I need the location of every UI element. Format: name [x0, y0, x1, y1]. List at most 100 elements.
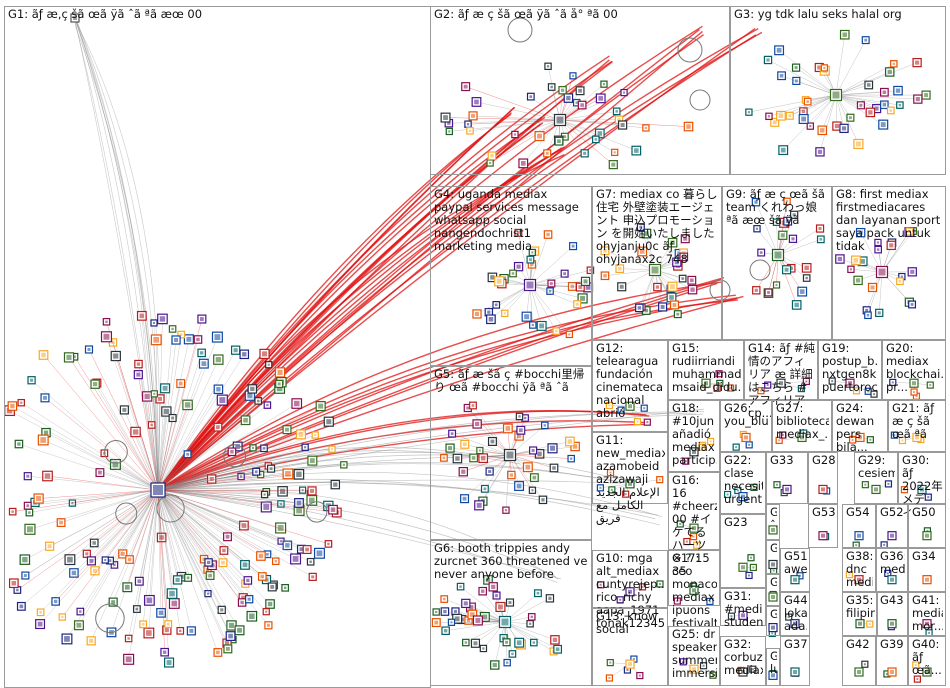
group-label: G34 — [912, 550, 943, 563]
group-panel-g44: G44: loka ada... — [780, 592, 810, 636]
group-label: G36: medi... — [880, 550, 905, 576]
group-panel-g38: G38: dnc medi... — [842, 548, 876, 592]
group-panel-g49: G49 — [766, 540, 780, 574]
group-label: G23 — [724, 516, 763, 529]
group-label: G17: ceo monaco mediax ipuons festivalt.… — [672, 552, 717, 630]
group-panel-g17: G17: ceo monaco mediax ipuons festivalt.… — [668, 550, 720, 606]
group-panel-g31: G31: #mediax studen... — [720, 588, 766, 626]
group-panel-g11: G11: new_mediax azamobeid azizawaji الإع… — [592, 432, 668, 504]
group-label: G12: telearagua fundación cinemateca nac… — [596, 342, 665, 420]
group-panel-g23: G23 — [720, 514, 766, 588]
group-panel-g26: G26: you_blu... — [720, 400, 772, 452]
group-panel-g40: G40: ãƒ œã... — [908, 636, 946, 686]
group-panel-g4: G4: uganda mediax paypal services messag… — [430, 186, 592, 366]
group-panel-g9: G9: ãƒ æ ç œã šã team くれわっ娘 ªã æœ šã ÿã — [722, 186, 832, 340]
group-panel-g36: G36: medi... — [876, 548, 908, 592]
group-label: G20: mediax blockchai... pr... — [886, 342, 943, 394]
group-label: G50 — [912, 506, 943, 519]
group-label: G2: ãƒ æ ç šã œã ÿã ˆã å° ªã 00 — [434, 8, 727, 21]
group-label: G6: booth trippies andy zurcnet 360 thre… — [434, 542, 589, 581]
group-panel-g18: G18: #10jun añadió mediax particip... — [668, 400, 720, 472]
group-panel-g6: G6: booth trippies andy zurcnet 360 thre… — [430, 540, 592, 686]
group-label: G44: loka ada... — [784, 594, 807, 633]
group-panel-g2: G2: ãƒ æ ç šã œã ÿã ˆã å° ªã 00 — [430, 6, 730, 175]
group-label: G47 — [770, 576, 777, 589]
group-label: G35: filipinx — [846, 594, 875, 620]
group-label: G22: clase necesit... urgent... — [724, 454, 763, 506]
group-panel-g52: G52 — [876, 504, 908, 548]
group-panel-g43: G43 — [876, 592, 908, 636]
group-label: G15: rudiirriandi muhammad... msaid_didu… — [672, 342, 741, 394]
group-panel-g3: G3: yg tdk lalu seks halal org — [730, 6, 946, 175]
group-label: G37 — [784, 638, 807, 651]
group-panel-g47: G47 — [766, 574, 780, 606]
group-label: G40: ãƒ œã... — [912, 638, 943, 677]
group-label: G13: know social — [596, 610, 665, 636]
group-panel-g34: G34 — [908, 548, 946, 592]
group-label: G53 — [812, 506, 835, 519]
group-panel-g35: G35: filipinx — [842, 592, 878, 636]
group-label: G25: dr speakers summer immersi... — [672, 628, 717, 680]
group-label: G27: biblioteca mediax_... — [776, 402, 829, 441]
group-panel-g12: G12: telearagua fundación cinemateca nac… — [592, 340, 668, 432]
group-label: G18: #10jun añadió mediax particip... — [672, 402, 717, 467]
group-label: G11: new_mediax azamobeid azizawaji الإع… — [596, 434, 665, 525]
group-panel-g54: G54 — [842, 504, 876, 548]
group-label: G52 — [880, 506, 905, 519]
group-panel-g21: G21: ãƒ æ ç šã œã ªã — [888, 400, 946, 452]
group-label: G48: ˆãƒ — [770, 506, 777, 532]
group-panel-g48: G48: ˆãƒ — [766, 504, 780, 540]
group-label: G8: first mediax firstmediacares dan lay… — [836, 188, 943, 253]
group-label: G3: yg tdk lalu seks halal org — [734, 8, 943, 21]
group-label: G43 — [880, 594, 905, 607]
group-panel-g28: G28 — [808, 452, 838, 504]
group-label: G42 — [846, 638, 873, 651]
group-label: G41: media mor... — [912, 594, 943, 633]
group-panel-g32: G32: corbuzi... mediax — [720, 636, 766, 686]
group-panel-g7: G7: mediax co 暮らし 住宅 外壁塗装エージェント 申込プロモーショ… — [592, 186, 722, 340]
group-label: G24: dewan pers bila... — [836, 402, 885, 454]
group-label: G45 — [770, 608, 777, 621]
group-panel-g5: G5: ãƒ æ šã ç #bocchi里帰り œã #bocchi ÿã ª… — [430, 366, 592, 540]
group-label: G54 — [846, 506, 873, 519]
group-label: G19: postup_b... nxtgen8k puertoroc... — [822, 342, 879, 394]
group-label: G4: uganda mediax paypal services messag… — [434, 188, 589, 253]
group-panel-g53: G53 — [808, 504, 838, 548]
group-label: G46: luego... — [770, 650, 777, 676]
group-panel-g10: G10: mga alt_mediax cuntyrejep... rico_r… — [592, 550, 668, 608]
group-label: G5: ãƒ æ šã ç #bocchi里帰り œã #bocchi ÿã ª… — [434, 368, 589, 394]
group-label: G31: #mediax studen... — [724, 590, 763, 629]
group-label: G49 — [770, 542, 777, 555]
group-panel-g19: G19: postup_b... nxtgen8k puertoroc... — [818, 340, 882, 400]
group-label: G7: mediax co 暮らし 住宅 外壁塗装エージェント 申込プロモーショ… — [596, 188, 719, 266]
group-panel-g27: G27: biblioteca mediax_... — [772, 400, 832, 452]
group-label: G33 — [770, 454, 805, 467]
group-label: G26: you_blu... — [724, 402, 769, 428]
group-panel-g39: G39 — [876, 636, 908, 686]
group-label: G32: corbuzi... mediax — [724, 638, 763, 677]
group-label: G51: awe... — [784, 550, 807, 576]
group-panel-g45: G45 — [766, 606, 780, 636]
group-panel-g22: G22: clase necesit... urgent... — [720, 452, 766, 514]
group-label: G39 — [880, 638, 905, 651]
group-panel-g15: G15: rudiirriandi muhammad... msaid_didu… — [668, 340, 744, 400]
group-label: G9: ãƒ æ ç œã šã team くれわっ娘 ªã æœ šã ÿã — [726, 188, 829, 227]
group-panel-g20: G20: mediax blockchai... pr... — [882, 340, 946, 400]
group-label: G29: cesiem... — [858, 454, 895, 480]
group-panel-g46: G46: luego... — [766, 648, 780, 686]
group-panel-g16: G16: 16 #cheerz 00 #イケてるハーツ ※ ? 15 35 — [668, 472, 720, 550]
group-label: G28 — [812, 454, 835, 467]
group-panel-g41: G41: media mor... — [908, 592, 946, 636]
group-panel-g13: G13: know social — [592, 608, 668, 686]
group-panel-g51: G51: awe... — [780, 548, 810, 592]
group-panel-g1: G1: ãƒ æ‚ç šã œã ÿã ˆã ªã æœ 00 — [4, 6, 431, 688]
group-panel-g8: G8: first mediax firstmediacares dan lay… — [832, 186, 946, 340]
group-panel-g29: G29: cesiem... — [854, 452, 898, 504]
group-panel-g33: G33 — [766, 452, 808, 504]
group-panel-g30: G30: ãƒ 2022年 メディ... — [898, 452, 946, 504]
group-panel-g42: G42 — [842, 636, 876, 686]
group-panel-g14: G14: ãƒ #純情のアフィリア æ 詳細はこちら #アフィリアcp... — [744, 340, 818, 400]
group-panel-g37: G37 — [780, 636, 810, 686]
group-label: G1: ãƒ æ‚ç šã œã ÿã ˆã ªã æœ 00 — [8, 8, 428, 21]
